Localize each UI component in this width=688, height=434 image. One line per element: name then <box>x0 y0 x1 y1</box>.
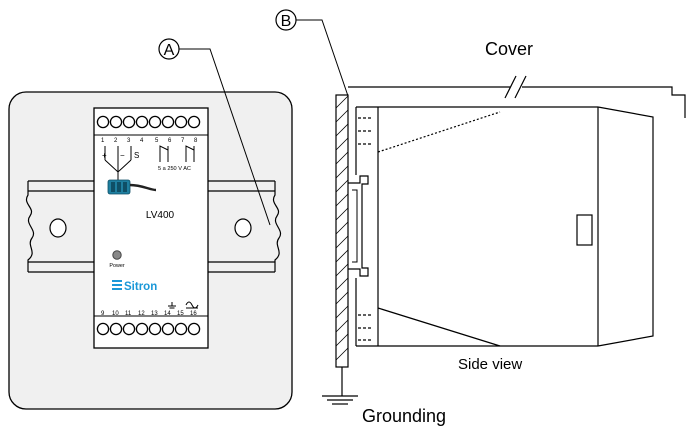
rail-break-left <box>26 181 34 272</box>
device-housing-side <box>355 106 654 347</box>
terminal-number: 13 <box>151 311 158 317</box>
ground-icon <box>168 302 176 309</box>
terminal-number: 4 <box>140 138 144 144</box>
terminal-number: 5 <box>155 138 159 144</box>
front-view: 1 2 3 4 5 6 7 8 + − S <box>8 38 293 410</box>
callout-b-leader <box>296 19 349 97</box>
top-terminal-numbers: 1 2 3 4 5 6 7 8 <box>101 138 198 144</box>
lv400-device: 1 2 3 4 5 6 7 8 + − S <box>93 107 209 349</box>
relay-rating: 5 a 250 V AC <box>158 166 191 172</box>
relay-contacts <box>159 145 195 162</box>
power-label: Power <box>109 263 124 269</box>
terminal-number: 14 <box>164 311 171 317</box>
rail-break-right <box>273 181 281 272</box>
sensor-connector <box>107 179 157 195</box>
rail-slot-right <box>234 218 252 238</box>
callout-b: B <box>275 9 349 97</box>
terminal-number: 7 <box>181 138 185 144</box>
top-terminal-block <box>96 115 201 129</box>
callout-a-label: A <box>164 42 175 59</box>
terminal-number: 3 <box>127 138 131 144</box>
terminal-number: 16 <box>190 311 197 317</box>
terminal-number: 11 <box>125 311 132 317</box>
brand-logo: Sitron <box>112 280 157 293</box>
cover-label: Cover <box>485 39 533 59</box>
terminal-number: 10 <box>112 311 119 317</box>
sensor-plus-label: + <box>102 151 107 160</box>
sensor-signal-label: S <box>134 151 139 160</box>
callout-a-leader <box>179 48 271 226</box>
sensor-minus-label: − <box>120 151 125 160</box>
din-rail-profile <box>348 175 369 277</box>
bottom-terminal-numbers: 9 10 11 12 13 14 15 16 <box>101 311 197 317</box>
side-view-label: Side view <box>458 356 522 373</box>
din-rail-inner <box>352 189 358 263</box>
terminal-number: 2 <box>114 138 118 144</box>
callout-b-label: B <box>281 13 292 30</box>
sensor-wiring <box>104 146 132 180</box>
terminal-number: 1 <box>101 138 105 144</box>
rail-slot-left <box>49 218 67 238</box>
terminal-number: 15 <box>177 311 184 317</box>
terminal-number: 8 <box>194 138 198 144</box>
ac-icon <box>185 301 199 309</box>
terminal-number: 12 <box>138 311 145 317</box>
callout-a: A <box>158 38 271 226</box>
wall-hatching <box>335 95 349 361</box>
power-led <box>112 250 122 260</box>
terminal-number: 6 <box>168 138 172 144</box>
ground-wire <box>322 367 358 405</box>
grounding-label: Grounding <box>362 406 446 426</box>
side-view-drawing: B Cover Side view Grounding <box>275 9 686 426</box>
cover <box>348 75 686 118</box>
terminal-number: 9 <box>101 311 105 317</box>
model-label: LV400 <box>146 210 175 221</box>
bottom-terminal-block <box>96 322 201 336</box>
brand-name: Sitron <box>124 281 157 293</box>
